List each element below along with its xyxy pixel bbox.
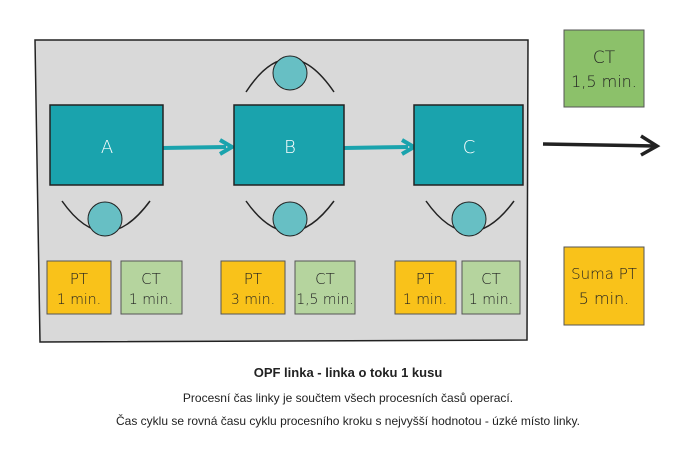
process-box-b: B [233,104,345,186]
caption-title: OPF linka - linka o toku 1 kusu [253,365,443,380]
note-line2: 3 min. [231,292,275,308]
process-box-a: A [49,104,164,186]
ct-note-a: CT 1 min. [120,260,183,315]
process-box-label: B [284,137,296,158]
note-line2: 1 min. [129,292,173,308]
note-line2: 1,5 min. [571,72,637,91]
note-line2: 1,5 min. [296,292,354,308]
caption-line1: Procesní čas linky je součtem všech proc… [182,391,514,405]
process-box-c: C [413,104,524,186]
process-box-label: C [463,137,476,158]
operator-top-b [245,55,335,93]
operator-bottom-a [61,200,151,237]
note-line1: PT [244,270,262,288]
note-line1: CT [315,270,335,288]
pt-note-c: PT 1 min. [394,260,457,315]
process-box-label: A [101,137,113,158]
flow-arrow-a-b [161,145,227,150]
note-line2: 1 min. [57,292,101,308]
note-line1: PT [416,270,434,288]
note-line2: 1 min. [403,292,447,308]
operator-bottom-b [245,200,335,237]
line-ct-note: CT 1,5 min. [563,29,645,108]
output-arrow [542,142,656,148]
flow-arrow-b-c [343,145,409,150]
note-line2: 1 min. [469,292,513,308]
flow-arrow-a-b-head [218,138,236,156]
note-line1: PT [70,270,88,288]
operator-bottom-c [425,200,515,237]
note-line2: 5 min. [579,289,630,308]
caption-line2: Čas cyklu se rovná času cyklu procesního… [116,414,580,428]
note-line1: Suma PT [571,265,637,283]
pt-note-b: PT 3 min. [220,260,286,315]
output-arrow-head [640,134,661,157]
ct-note-c: CT 1 min. [461,260,521,315]
pt-note-a: PT 1 min. [46,260,112,315]
note-line1: CT [141,270,161,288]
ct-note-b: CT 1,5 min. [294,260,356,315]
note-line1: CT [481,270,501,288]
note-line1: CT [593,48,616,68]
sum-pt-note: Suma PT 5 min. [563,246,645,326]
